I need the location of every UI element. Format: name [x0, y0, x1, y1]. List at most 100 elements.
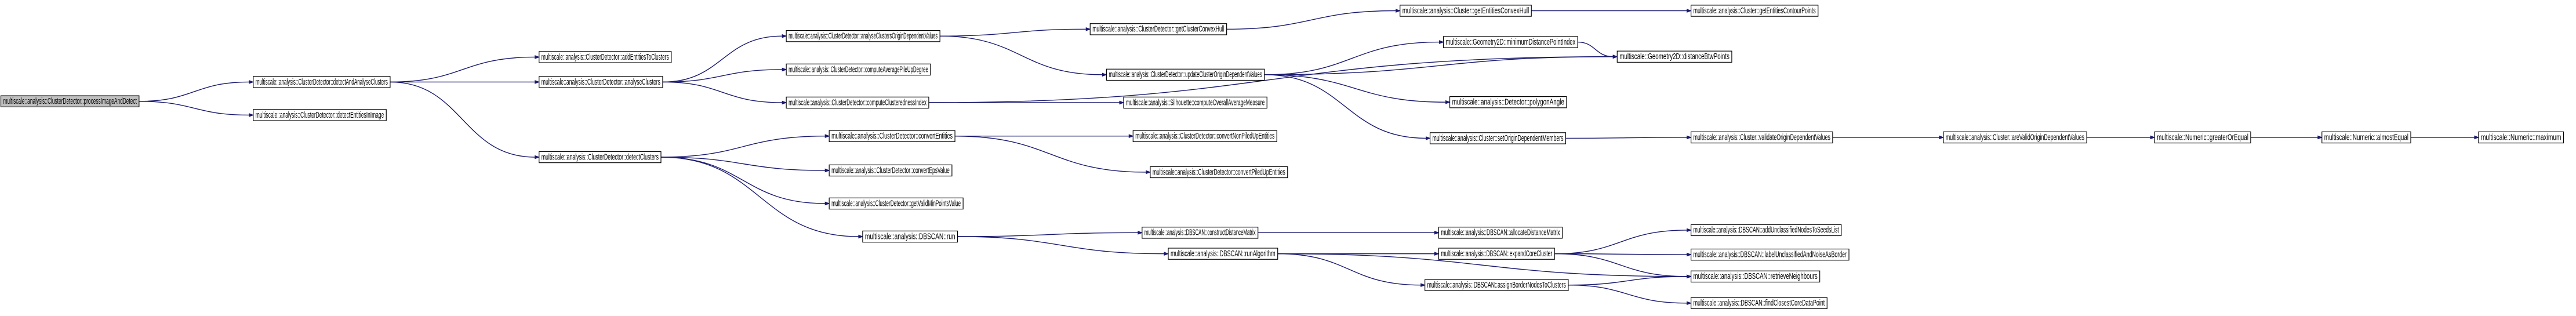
- call-edge-line: [928, 56, 1614, 103]
- function-node[interactable]: multiscale::analysis::ClusterDetector::d…: [253, 76, 391, 88]
- function-node-box[interactable]: [539, 51, 672, 63]
- call-edge-line: [955, 136, 1146, 173]
- function-node-box[interactable]: [1123, 96, 1267, 109]
- function-node-box[interactable]: [829, 164, 953, 177]
- call-edge: [660, 157, 864, 239]
- call-edge: [1277, 253, 1426, 288]
- function-node-box[interactable]: [1400, 5, 1532, 17]
- function-node[interactable]: multiscale::analysis::DBSCAN::addUnclass…: [1690, 224, 1842, 237]
- function-node-box[interactable]: [1690, 131, 1833, 144]
- function-node-box[interactable]: [1429, 132, 1567, 144]
- function-node-box[interactable]: [1690, 224, 1842, 237]
- function-node[interactable]: multiscale::analysis::ClusterDetector::a…: [539, 76, 663, 88]
- function-node-box[interactable]: [1690, 297, 1827, 310]
- function-node-box[interactable]: [1168, 248, 1278, 260]
- function-node-box[interactable]: [253, 76, 391, 88]
- function-node[interactable]: multiscale::analysis::Silhouette::comput…: [1123, 96, 1267, 109]
- function-node[interactable]: multiscale::analysis::ClusterDetector::c…: [829, 130, 955, 142]
- function-node-box[interactable]: [2321, 131, 2411, 144]
- function-node[interactable]: multiscale::analysis::ClusterDetector::a…: [539, 51, 672, 63]
- function-node-label: multiscale::analysis::ClusterDetector::c…: [831, 166, 950, 175]
- function-node[interactable]: multiscale::Geometry2D::minimumDistanceP…: [1443, 36, 1578, 48]
- function-node-box[interactable]: [1443, 36, 1578, 48]
- function-node-box[interactable]: [1132, 130, 1277, 142]
- function-node-box[interactable]: [1106, 68, 1265, 81]
- function-node-box[interactable]: [1150, 166, 1288, 179]
- function-node[interactable]: multiscale::analysis::DBSCAN::labelUncla…: [1690, 248, 1850, 261]
- function-node-box[interactable]: [253, 109, 387, 121]
- function-node[interactable]: multiscale::analysis::DBSCAN::run: [862, 230, 958, 243]
- call-edge-arrowhead: [782, 100, 787, 105]
- function-node-box[interactable]: [1616, 50, 1732, 63]
- call-edge-arrowhead: [1396, 9, 1401, 13]
- function-node-box[interactable]: [1690, 5, 1819, 17]
- function-node[interactable]: multiscale::analysis::ClusterDetector::d…: [539, 151, 662, 164]
- call-edge-arrowhead: [824, 201, 830, 206]
- function-node[interactable]: multiscale::analysis::Cluster::validateO…: [1690, 131, 1833, 144]
- call-edge-arrowhead: [1438, 40, 1444, 44]
- function-node-box[interactable]: [1449, 96, 1567, 108]
- function-node[interactable]: multiscale::analysis::Cluster::areValidO…: [1943, 131, 2087, 144]
- nodes-layer: multiscale::analysis::ClusterDetector::p…: [0, 5, 2564, 310]
- function-node[interactable]: multiscale::analysis::DBSCAN::runAlgorit…: [1168, 248, 1278, 260]
- function-node[interactable]: multiscale::analysis::DBSCAN::allocateDi…: [1438, 227, 1563, 239]
- call-edge: [390, 80, 540, 84]
- function-node[interactable]: multiscale::analysis::DBSCAN::retrieveNe…: [1690, 270, 1821, 283]
- function-node-box[interactable]: [1690, 270, 1821, 283]
- function-node[interactable]: multiscale::analysis::ClusterDetector::c…: [786, 63, 931, 76]
- function-node-box[interactable]: [1690, 248, 1850, 261]
- function-node-box[interactable]: [786, 96, 929, 109]
- function-node-label: multiscale::Geometry2D::distanceBtwPoint…: [1619, 52, 1730, 61]
- function-node[interactable]: multiscale::analysis::DBSCAN::assignBord…: [1425, 279, 1569, 291]
- function-node[interactable]: multiscale::analysis::ClusterDetector::c…: [1132, 130, 1277, 142]
- function-node[interactable]: multiscale::analysis::DBSCAN::constructD…: [1142, 227, 1259, 239]
- function-node[interactable]: multiscale::analysis::ClusterDetector::d…: [253, 109, 387, 121]
- function-node-box[interactable]: [2154, 131, 2251, 144]
- function-node[interactable]: multiscale::analysis::Cluster::getEntiti…: [1690, 5, 1819, 17]
- function-node-box[interactable]: [539, 151, 662, 164]
- function-node-box[interactable]: [2478, 131, 2564, 144]
- function-node[interactable]: multiscale::analysis::ClusterDetector::g…: [1089, 23, 1227, 35]
- function-node[interactable]: multiscale::analysis::Cluster::getEntiti…: [1400, 5, 1532, 17]
- function-node-box[interactable]: [1438, 227, 1563, 239]
- function-node-box[interactable]: [539, 76, 663, 88]
- call-edge-arrowhead: [1687, 9, 1692, 13]
- function-node[interactable]: multiscale::analysis::ClusterDetector::u…: [1106, 68, 1265, 81]
- function-node-box[interactable]: [1425, 279, 1569, 291]
- function-node-box[interactable]: [829, 130, 955, 142]
- call-edge: [662, 67, 787, 83]
- root-function-node[interactable]: multiscale::analysis::ClusterDetector::p…: [0, 95, 140, 107]
- function-node-label: multiscale::analysis::ClusterDetector::u…: [1109, 70, 1262, 79]
- function-node-label: multiscale::analysis::ClusterDetector::d…: [256, 78, 388, 87]
- function-node-box[interactable]: [786, 30, 940, 42]
- function-node[interactable]: multiscale::Numeric::greaterOrEqual: [2154, 131, 2251, 144]
- call-edge-line: [1578, 41, 1614, 57]
- call-edge-line: [662, 69, 783, 83]
- function-node[interactable]: multiscale::analysis::ClusterDetector::c…: [786, 96, 929, 109]
- function-node[interactable]: multiscale::Numeric::maximum: [2478, 131, 2564, 144]
- function-node[interactable]: multiscale::analysis::Detector::polygonA…: [1449, 96, 1567, 108]
- function-node[interactable]: multiscale::analysis::DBSCAN::expandCore…: [1438, 248, 1555, 260]
- function-node[interactable]: multiscale::analysis::ClusterDetector::a…: [786, 30, 940, 42]
- function-node-box[interactable]: [1142, 227, 1259, 239]
- function-node-box[interactable]: [829, 197, 964, 210]
- function-node-box[interactable]: [1438, 248, 1555, 260]
- function-node[interactable]: multiscale::analysis::ClusterDetector::g…: [829, 197, 964, 210]
- function-node[interactable]: multiscale::analysis::DBSCAN::findCloses…: [1690, 297, 1827, 310]
- call-edge: [660, 134, 830, 158]
- function-node-box[interactable]: [862, 230, 958, 243]
- function-node-box[interactable]: [786, 63, 931, 76]
- call-edge: [390, 81, 540, 159]
- function-node-box[interactable]: [1943, 131, 2087, 144]
- function-node-label: multiscale::analysis::DBSCAN::addUnclass…: [1694, 226, 1839, 235]
- function-node[interactable]: multiscale::analysis::ClusterDetector::c…: [829, 164, 953, 177]
- function-node[interactable]: multiscale::Numeric::almostEqual: [2321, 131, 2411, 144]
- function-node-box[interactable]: [0, 95, 140, 107]
- function-node-box[interactable]: [1089, 23, 1227, 35]
- call-edge: [1554, 228, 1692, 255]
- function-node[interactable]: multiscale::analysis::Cluster::setOrigin…: [1429, 132, 1567, 144]
- call-edge: [940, 35, 1107, 77]
- function-node[interactable]: multiscale::Geometry2D::distanceBtwPoint…: [1616, 50, 1732, 63]
- function-node[interactable]: multiscale::analysis::ClusterDetector::c…: [1150, 166, 1288, 179]
- call-edge-arrowhead: [1939, 135, 1945, 140]
